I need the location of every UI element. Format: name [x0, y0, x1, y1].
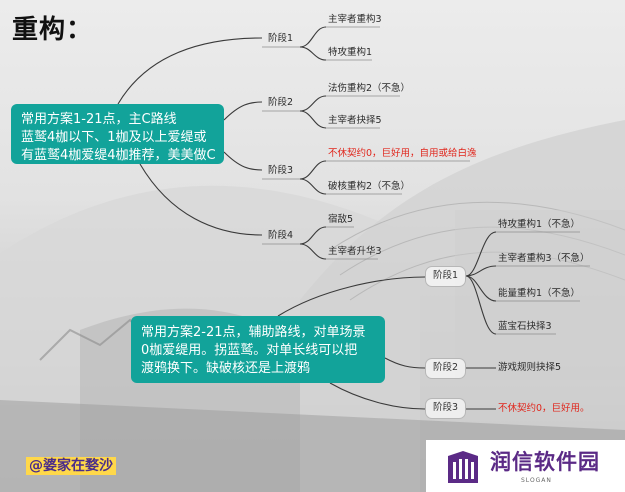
- upper-stage-1-label: 阶段1: [268, 33, 294, 44]
- plan-2-box: 常用方案2-21点，辅助路线，对单场景 0枷爱缇用。拐蓝鹫。对单长线可以把 渡鸦…: [131, 316, 385, 383]
- upper-stage-3-item-1: 不休契约0，巨好用，自用或给白逸: [328, 148, 477, 159]
- upper-stage-3-item-2: 破核重构2（不急）: [328, 181, 411, 192]
- upper-leaf-3b: [299, 178, 327, 195]
- upper-branch-3: [223, 151, 263, 171]
- lower-stage-3-label: 阶段3: [425, 398, 466, 419]
- brand-slogan: SLOGAN: [521, 477, 552, 484]
- upper-leaf-4a: [299, 226, 327, 245]
- upper-stage-4-item-2: 主宰者升华3: [328, 246, 382, 257]
- brand-logo-icon: [448, 451, 478, 483]
- lower-stage-1-item-3: 能量重构1（不急）: [498, 288, 581, 299]
- plan-2-line-2: 0枷爱缇用。拐蓝鹫。对单长线可以把: [141, 343, 358, 358]
- brand-name: 润信软件园: [490, 450, 600, 474]
- upper-stage-4-item-1: 宿敌5: [328, 214, 354, 225]
- upper-branch-4: [139, 163, 263, 236]
- lower-stage-1-label: 阶段1: [425, 266, 466, 287]
- author-watermark: @婆家在婺沙: [26, 457, 116, 475]
- lower-leaf-1a: [465, 231, 497, 277]
- upper-leaf-2b: [299, 110, 327, 129]
- lower-stage-2-label: 阶段2: [425, 358, 466, 379]
- upper-stage-2-item-2: 主宰者抉择5: [328, 115, 382, 126]
- lower-branch-3: [329, 382, 426, 410]
- upper-leaf-1a: [299, 26, 327, 48]
- upper-leaf-4b: [299, 243, 327, 260]
- upper-branch-1: [117, 37, 263, 105]
- lower-stage-3-item-1: 不休契约0，巨好用。: [498, 403, 590, 414]
- upper-stage-4-label: 阶段4: [268, 230, 294, 241]
- brand-logo-block: 润信软件园 SLOGAN: [426, 440, 625, 492]
- plan-1-line-1: 常用方案1-21点，主C路线: [21, 112, 177, 127]
- upper-stage-3-label: 阶段3: [268, 165, 294, 176]
- upper-branch-2: [223, 101, 263, 121]
- upper-stage-1-item-1: 主宰者重构3: [328, 14, 382, 25]
- plan-1-line-3: 有蓝鹫4枷爱缇4枷推荐，美美做C: [21, 148, 216, 163]
- upper-stage-2-label: 阶段2: [268, 97, 294, 108]
- plan-1-line-2: 蓝鹫4枷以下、1枷及以上爱缇或: [21, 130, 207, 145]
- upper-stage-1-item-2: 特攻重构1: [328, 47, 373, 58]
- lower-stage-1-item-1: 特攻重构1（不急）: [498, 219, 581, 230]
- upper-stage-2-item-1: 法伤重构2（不急）: [328, 83, 411, 94]
- plan-2-line-3: 渡鸦换下。缺破核还是上渡鸦: [141, 361, 311, 376]
- lower-stage-1-item-2: 主宰者重构3（不急）: [498, 253, 590, 264]
- upper-leaf-2a: [299, 95, 327, 112]
- lower-leaf-1b: [465, 265, 497, 277]
- plan-2-line-1: 常用方案2-21点，辅助路线，对单场景: [141, 325, 366, 340]
- lower-branch-2: [384, 357, 426, 369]
- plan-1-box: 常用方案1-21点，主C路线 蓝鹫4枷以下、1枷及以上爱缇或 有蓝鹫4枷爱缇4枷…: [11, 104, 224, 164]
- lower-stage-2-item-1: 游戏规则抉择5: [498, 362, 562, 373]
- lower-leaf-1d: [465, 275, 497, 335]
- page-title: 重构：: [12, 15, 94, 45]
- upper-leaf-1b: [299, 46, 327, 61]
- lower-branch-1: [277, 276, 426, 317]
- upper-leaf-3a: [299, 160, 327, 180]
- lower-stage-1-item-4: 蓝宝石抉择3: [498, 321, 552, 332]
